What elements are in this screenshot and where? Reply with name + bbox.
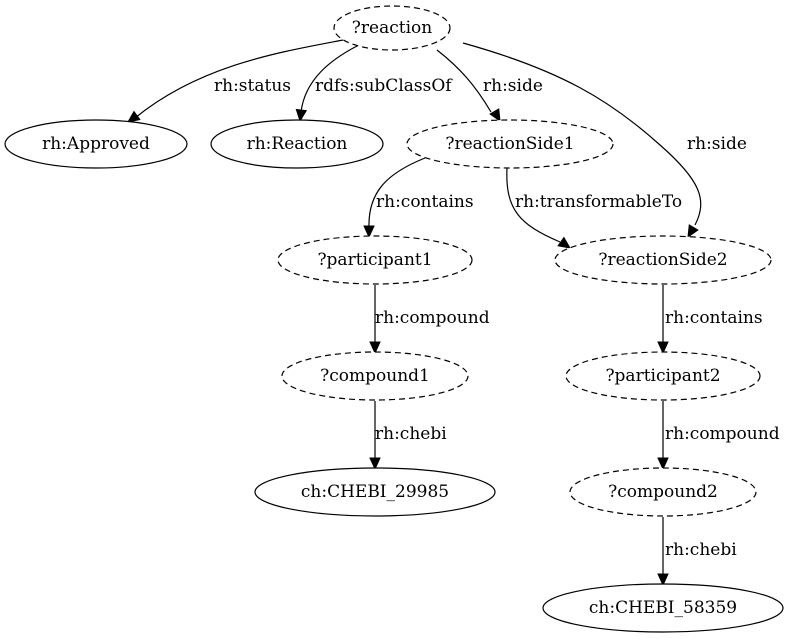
- arrowhead-icon: [127, 110, 141, 123]
- node-compound2[interactable]: ?compound2: [569, 467, 757, 517]
- resource-node-ellipse: [254, 467, 496, 517]
- arrowhead-icon: [557, 236, 571, 249]
- edge-participant1-to-compound1: rh:compound: [369, 285, 490, 355]
- edge-participant2-to-compound2: rh:compound: [657, 401, 780, 471]
- arrowhead-icon: [369, 341, 381, 355]
- resource-node-ellipse: [4, 119, 188, 169]
- node-approved[interactable]: rh:Approved: [4, 119, 188, 169]
- edge-line: [436, 49, 492, 113]
- node-label: ch:CHEBI_29985: [301, 482, 449, 502]
- edge-label: rh:compound: [375, 308, 490, 328]
- arrowhead-icon: [489, 108, 501, 123]
- edge-reaction-to-side1: rh:side: [436, 49, 543, 123]
- node-participant2[interactable]: ?participant2: [565, 351, 761, 401]
- edge-line: [300, 45, 358, 113]
- arrowhead-icon: [687, 224, 699, 239]
- node-label: ?reactionSide2: [598, 250, 727, 270]
- node-label: ?compound1: [320, 366, 430, 386]
- edge-label: rh:side: [687, 134, 747, 154]
- node-chebi2[interactable]: ch:CHEBI_58359: [542, 583, 784, 633]
- node-side2[interactable]: ?reactionSide2: [554, 235, 772, 285]
- edge-line: [368, 157, 426, 228]
- node-reactionClass[interactable]: rh:Reaction: [210, 119, 384, 169]
- edge-reaction-to-side2: rh:side: [462, 42, 747, 239]
- edge-label: rh:side: [483, 76, 543, 96]
- edge-side2-to-participant2: rh:contains: [657, 285, 763, 355]
- arrowhead-icon: [369, 457, 381, 471]
- edge-side1-to-participant1: rh:contains: [363, 157, 474, 239]
- node-label: rh:Reaction: [247, 134, 348, 154]
- node-label: ?participant2: [605, 366, 720, 386]
- edge-line: [134, 39, 344, 119]
- edge-label: rh:compound: [665, 424, 780, 444]
- variable-node-ellipse: [565, 351, 761, 401]
- edge-label: rh:chebi: [665, 540, 737, 560]
- node-reaction[interactable]: ?reaction: [333, 5, 451, 51]
- node-side1[interactable]: ?reactionSide1: [406, 119, 614, 169]
- node-label: rh:Approved: [42, 134, 150, 154]
- nodes-layer: ?reaction rh:Approved rh:Reaction ?reaction…: [4, 5, 784, 633]
- variable-node-ellipse: [281, 351, 469, 401]
- node-compound1[interactable]: ?compound1: [281, 351, 469, 401]
- edge-label: rh:transformableTo: [515, 192, 682, 212]
- edge-compound1-to-chebi1: rh:chebi: [369, 401, 447, 471]
- edge-label: rh:contains: [376, 192, 474, 212]
- resource-node-ellipse: [210, 119, 384, 169]
- arrowhead-icon: [363, 225, 375, 239]
- edge-label: rh:status: [214, 76, 291, 96]
- edge-reaction-to-reactionClass: rdfs:subClassOf: [295, 45, 453, 123]
- node-label: ?participant1: [317, 250, 432, 270]
- resource-node-ellipse: [542, 583, 784, 633]
- edge-compound2-to-chebi2: rh:chebi: [657, 517, 737, 587]
- node-label: ?compound2: [608, 482, 718, 502]
- node-chebi1[interactable]: ch:CHEBI_29985: [254, 467, 496, 517]
- edge-reaction-to-approved: rh:status: [127, 39, 344, 123]
- variable-node-ellipse: [333, 5, 451, 51]
- arrowhead-icon: [657, 341, 669, 355]
- edges-layer: rh:status rdfs:subClassOf rh:side rh:side rh…: [127, 39, 780, 587]
- node-participant1[interactable]: ?participant1: [277, 235, 473, 285]
- variable-node-ellipse: [554, 235, 772, 285]
- arrowhead-icon: [657, 573, 669, 587]
- arrowhead-icon: [295, 108, 308, 123]
- edge-label: rh:contains: [665, 308, 763, 328]
- variable-node-ellipse: [569, 467, 757, 517]
- arrowhead-icon: [657, 457, 669, 471]
- edge-label: rh:chebi: [375, 424, 447, 444]
- variable-node-ellipse: [406, 119, 614, 169]
- node-label: ?reaction: [352, 18, 432, 38]
- edge-line: [462, 42, 702, 226]
- edge-side1-to-side2: rh:transformableTo: [506, 167, 682, 249]
- variable-node-ellipse: [277, 235, 473, 285]
- node-label: ?reactionSide1: [445, 134, 574, 154]
- edge-line: [506, 167, 561, 243]
- node-label: ch:CHEBI_58359: [589, 598, 737, 618]
- edge-label: rdfs:subClassOf: [315, 76, 453, 96]
